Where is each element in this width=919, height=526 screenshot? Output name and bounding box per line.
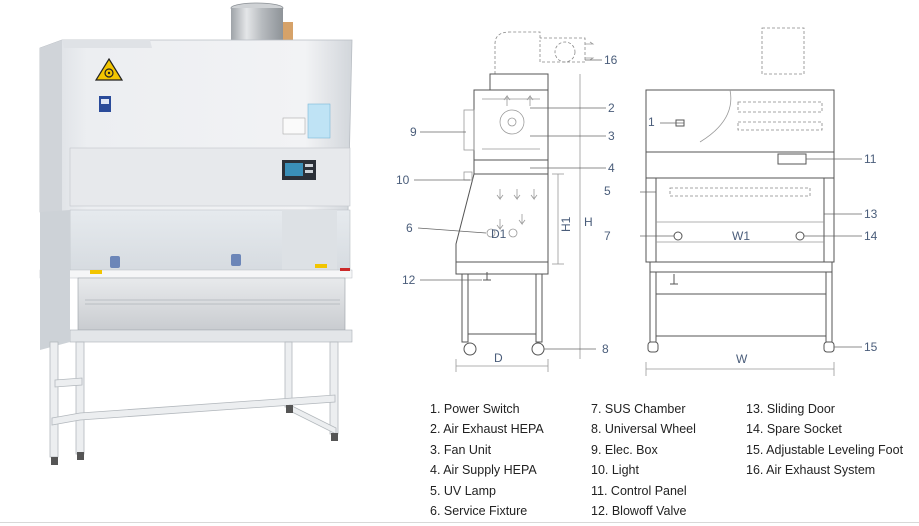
callout-5: 5 — [604, 184, 611, 198]
legend-item: 16. Air Exhaust System — [746, 463, 876, 478]
legend-item: 2. Air Exhaust HEPA — [430, 422, 544, 437]
callout-12: 12 — [402, 273, 416, 287]
legend-item: 14. Spare Socket — [746, 422, 842, 437]
callout-1: 1 — [648, 115, 655, 129]
legend-column-3: 13. Sliding Door 14. Spare Socket 15. Ad… — [746, 399, 903, 481]
legend-column-2: 7. SUS Chamber 8. Universal Wheel 9. Ele… — [591, 399, 696, 521]
front-view-left-callouts: 5 7 — [604, 184, 611, 243]
callout-9: 9 — [410, 125, 417, 139]
callout-15: 15 — [864, 340, 878, 354]
universal-wheel-icon — [51, 405, 338, 465]
dim-h1: H1 — [559, 216, 573, 232]
legend-column-1: 1. Power Switch 2. Air Exhaust HEPA 3. F… — [430, 399, 544, 521]
callout-16: 16 — [604, 53, 618, 67]
callout-6: 6 — [406, 221, 413, 235]
legend-item: 12. Blowoff Valve — [591, 503, 687, 518]
parts-legend: 1. Power Switch 2. Air Exhaust HEPA 3. F… — [430, 399, 910, 519]
legend-item: 13. Sliding Door — [746, 402, 835, 416]
support-stand — [49, 341, 339, 458]
bottom-divider — [0, 522, 919, 523]
legend-item: 15. Adjustable Leveling Foot — [746, 442, 904, 457]
callout-10: 10 — [396, 173, 410, 187]
dim-h: H — [584, 215, 593, 229]
spec-label — [282, 117, 306, 135]
legend-item: 6. Service Fixture — [430, 503, 528, 518]
dim-w: W — [736, 352, 748, 366]
front-view-diagram: 1 11 13 14 15 W1 W — [640, 27, 878, 376]
power-switch-icon — [99, 96, 111, 112]
callout-7: 7 — [604, 229, 611, 243]
legend-item: 1. Power Switch — [430, 402, 520, 416]
legend-item: 11. Control Panel — [591, 483, 687, 498]
legend-item: 3. Fan Unit — [430, 442, 492, 457]
brand-label — [307, 103, 331, 139]
dim-d1: D1 — [491, 227, 507, 241]
legend-item: 7. SUS Chamber — [591, 402, 686, 416]
callout-11: 11 — [864, 152, 877, 166]
callout-13: 13 — [864, 207, 878, 221]
callout-3: 3 — [608, 129, 615, 143]
callout-4: 4 — [608, 161, 615, 175]
legend-item: 9. Elec. Box — [591, 442, 658, 457]
callout-2: 2 — [608, 101, 615, 115]
legend-item: 4. Air Supply HEPA — [430, 463, 537, 478]
callout-8: 8 — [602, 342, 609, 356]
control-panel-display — [282, 160, 316, 180]
legend-item: 10. Light — [591, 463, 639, 478]
socket-left — [110, 256, 120, 268]
biohazard-warning-icon — [94, 57, 124, 81]
side-view-diagram: 16 2 3 9 4 10 6 12 8 D D1 H1 H — [396, 31, 618, 372]
legend-item: 5. UV Lamp — [430, 483, 497, 498]
callout-14: 14 — [864, 229, 878, 243]
legend-item: 8. Universal Wheel — [591, 422, 696, 437]
dim-w1: W1 — [732, 229, 750, 243]
dim-d: D — [494, 351, 503, 365]
socket-right — [231, 254, 241, 266]
cabinet-photo — [39, 2, 353, 465]
